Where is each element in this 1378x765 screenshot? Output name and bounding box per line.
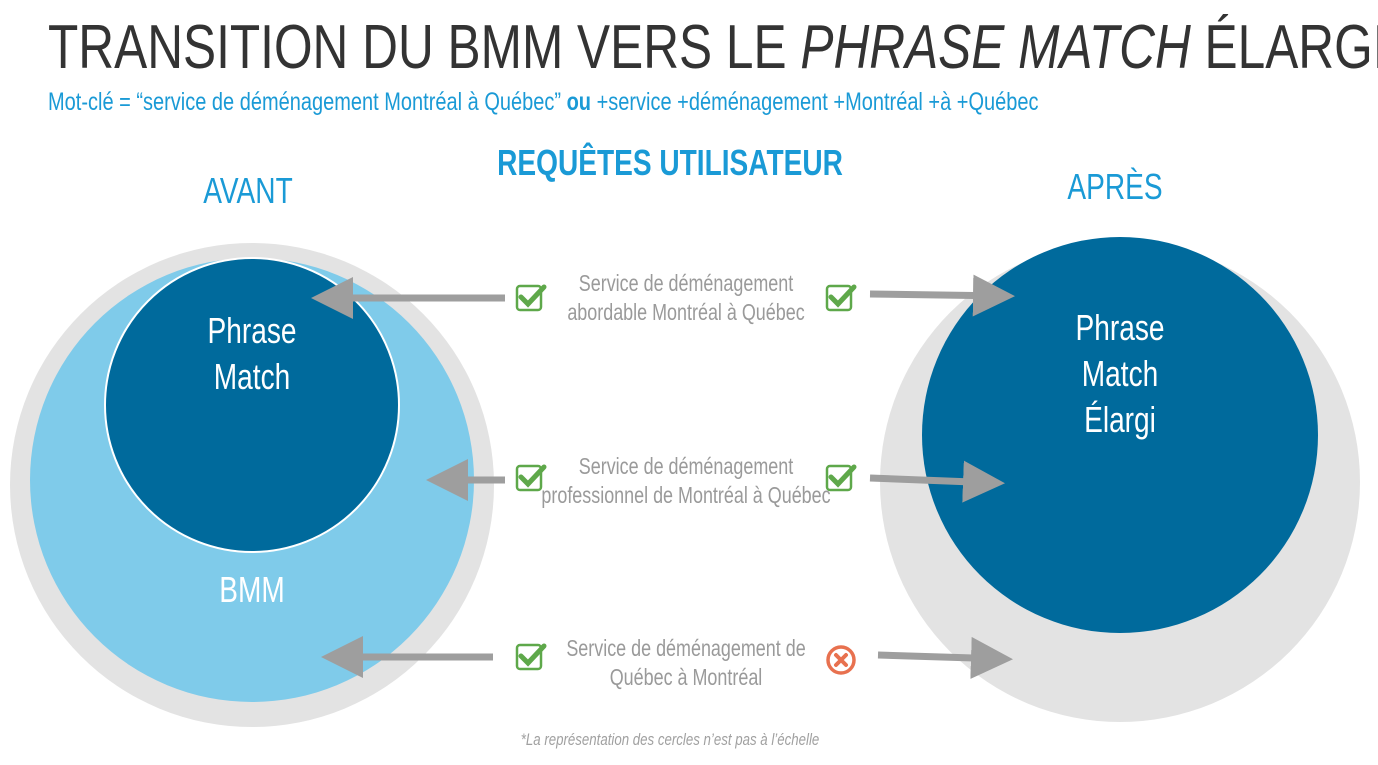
check-icon — [825, 284, 857, 312]
cross-icon — [826, 645, 856, 675]
arrow-right-2 — [869, 460, 1005, 503]
arrow-right-3 — [877, 636, 1013, 679]
bmm-label: BMM — [219, 569, 285, 610]
check-icon — [515, 284, 547, 312]
phrase-match-elargi-circle — [922, 237, 1318, 633]
check-icon — [825, 464, 857, 492]
footnote: *La représentation des cercles n’est pas… — [520, 730, 820, 749]
arrow-right-1 — [869, 274, 1015, 317]
section-header: REQUÊTES UTILISATEUR — [497, 142, 843, 183]
subtitle: Mot-clé = “service de déménagement Montr… — [48, 88, 1039, 116]
before-label: AVANT — [203, 170, 293, 211]
check-icon — [515, 464, 547, 492]
phrase-match-circle — [104, 257, 400, 553]
page-title: TRANSITION DU BMM VERS LE PHRASE MATCH É… — [48, 13, 1378, 82]
check-icon — [515, 643, 547, 671]
after-label: APRÈS — [1067, 166, 1163, 207]
